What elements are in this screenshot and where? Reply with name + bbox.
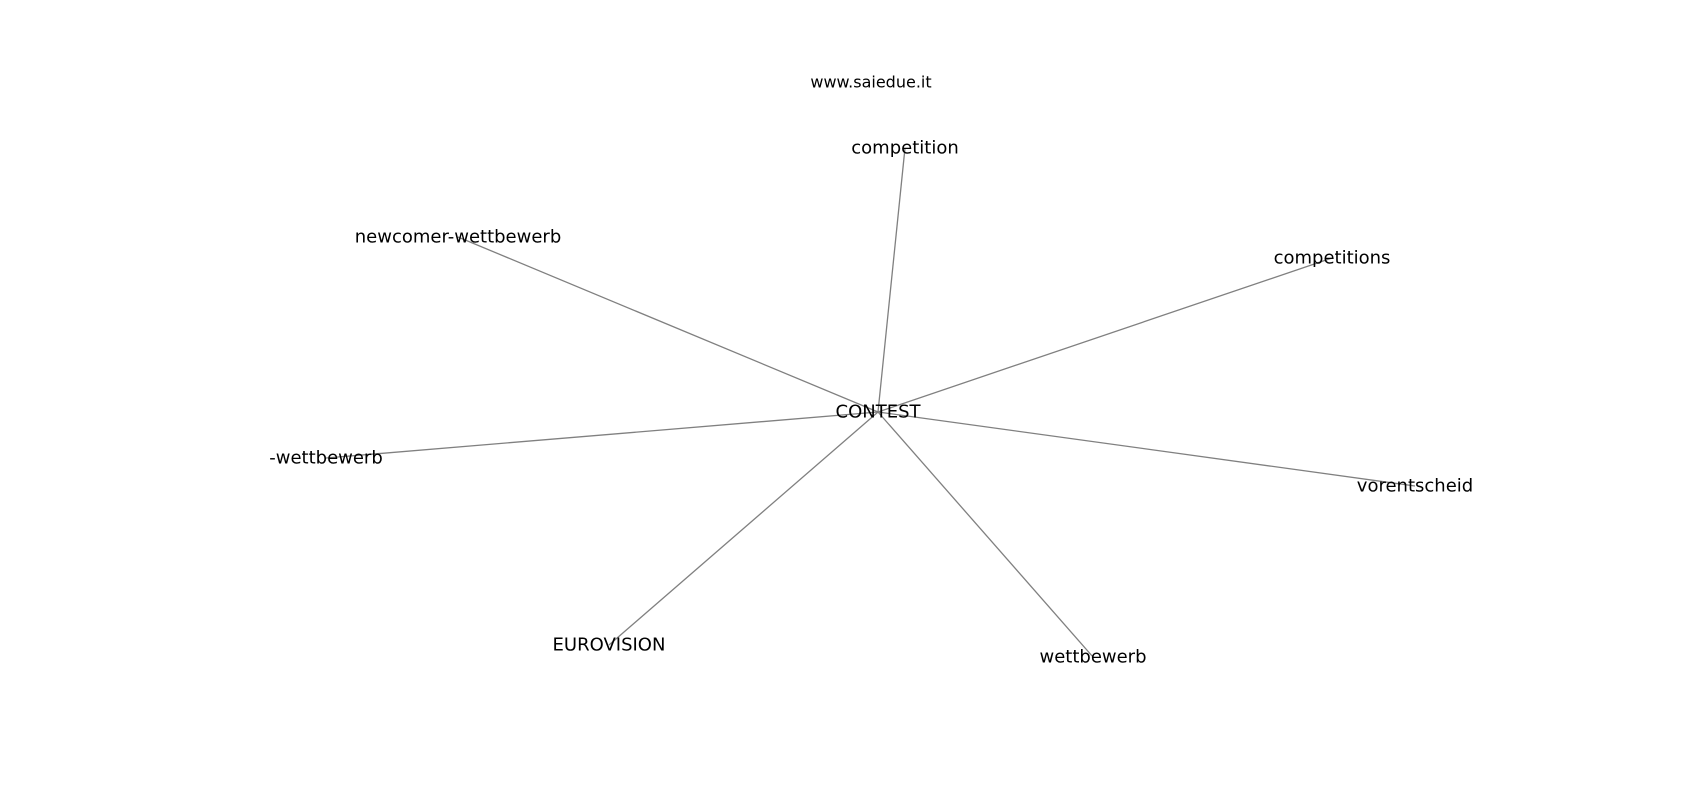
- node-eurovision: EUROVISION: [552, 634, 666, 656]
- edge-eurovision: [608, 411, 879, 646]
- edge-dash-wettbewerb: [325, 411, 879, 459]
- node-vorentscheid: vorentscheid: [1356, 475, 1474, 497]
- graph-title: www.saiedue.it: [810, 72, 932, 92]
- node-wettbewerb: wettbewerb: [1039, 646, 1147, 668]
- edge-newcomer-wettbewerb: [457, 236, 879, 413]
- node-dash-wettbewerb: -wettbewerb: [269, 447, 383, 469]
- edge-wettbewerb: [877, 411, 1094, 658]
- node-competitions: competitions: [1273, 247, 1391, 269]
- edge-competitions: [877, 257, 1333, 413]
- edge-vorentscheid: [877, 411, 1416, 487]
- node-contest: CONTEST: [835, 401, 921, 423]
- node-competition: competition: [851, 137, 959, 159]
- node-newcomer-wettbewerb: newcomer-wettbewerb: [354, 226, 562, 248]
- edge-competition: [877, 147, 906, 413]
